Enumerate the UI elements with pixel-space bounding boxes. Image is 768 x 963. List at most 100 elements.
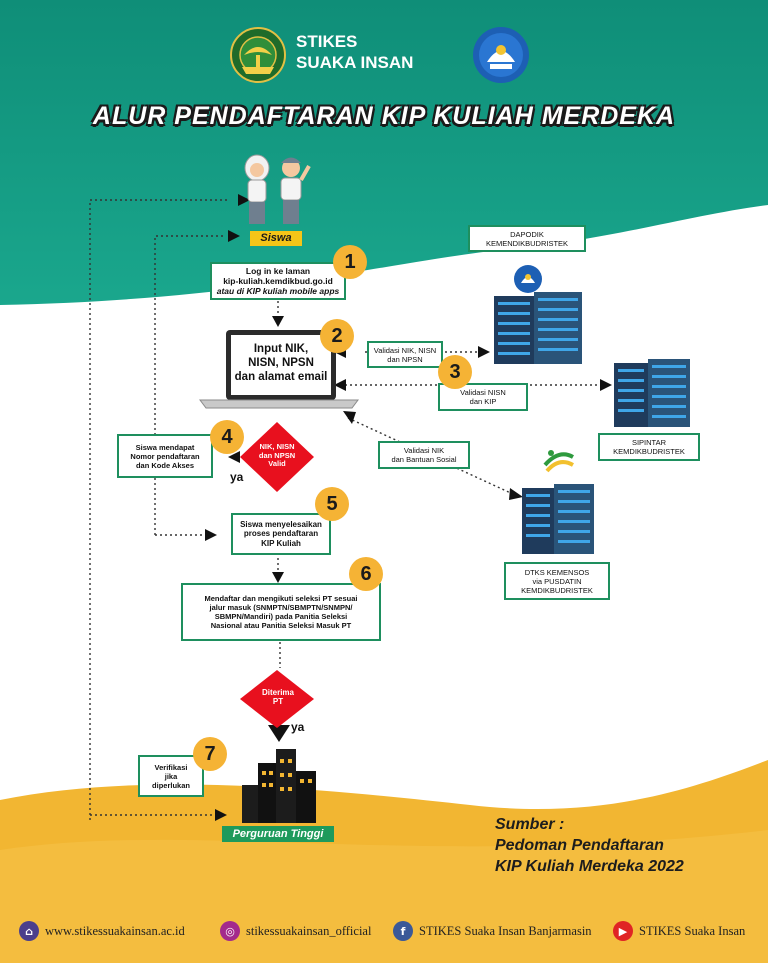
step5-badge: 5 [315, 487, 349, 521]
system-line: KEMDIKBUDRISTEK [521, 585, 593, 595]
footer-youtube[interactable]: ▶ STIKES Suaka Insan [613, 921, 745, 941]
step7-box: Verifikasi jika diperlukan [138, 755, 204, 797]
arrow-to-laptop-from-sipintar [334, 379, 346, 391]
valid-decision-diamond [240, 422, 314, 492]
dapodik-server-icon [494, 292, 582, 364]
step5-line: KIP Kuliah [261, 538, 301, 548]
accepted-decision-diamond [240, 670, 314, 728]
decision-line: PT [272, 697, 284, 707]
validation-line: Validasi NISN [460, 388, 506, 397]
tut-wuri-handayani-logo [473, 27, 529, 83]
step6-line: SBMPN/Mandiri) pada Panitia Seleksi [214, 612, 348, 621]
youtube-text: STIKES Suaka Insan [639, 923, 746, 938]
valid-yes-label: ya [230, 470, 244, 484]
step7-badge: 7 [193, 737, 227, 771]
step2-line: Input NIK, [253, 343, 309, 355]
valid-decision-text: NIK, NISN dan NPSN Valid [247, 442, 307, 469]
stikes-logo [230, 27, 286, 83]
system-line: KEMENDIKBUDRISTEK [485, 238, 569, 248]
dapodik-label-box: DAPODIK KEMENDIKBUDRISTEK [468, 225, 586, 252]
arrow-to-sipintar [600, 379, 612, 391]
youtube-icon: ▶ [613, 921, 633, 941]
step6-line: jalur masuk (SNMPTN/SBMPTN/SNMPN/ [209, 603, 353, 612]
step7-line: diperlukan [152, 780, 190, 790]
institution-name-line2: SUAKA INSAN [296, 53, 414, 72]
source-line: KIP Kuliah Merdeka 2022 [495, 857, 684, 875]
kemensos-logo [543, 450, 574, 473]
step4-line: dan Kode Akses [135, 460, 195, 470]
bottom-gold-light [0, 830, 768, 963]
arrow-to-dapodik [478, 346, 490, 358]
arrow-to-laptop [272, 316, 284, 327]
system-line: DTKS KEMENSOS [524, 567, 590, 577]
facebook-text: STIKES Suaka Insan Banjarmasin [419, 923, 592, 938]
instagram-text: stikessuakainsan_official [246, 923, 372, 938]
step5-line: Siswa menyelesaikan [240, 519, 322, 529]
decision-line: Diterima [261, 688, 294, 697]
system-line: SIPINTAR [631, 438, 667, 447]
arrow-from-step7 [215, 809, 227, 821]
system-line: DAPODIK [510, 229, 544, 239]
validation-nik-bansos-box: Validasi NIK dan Bantuan Sosial [378, 441, 470, 469]
footer-instagram[interactable]: ◎ stikessuakainsan_official [220, 921, 371, 941]
step6-badge: 6 [349, 557, 383, 591]
step5-box: Siswa menyelesaikan proses pendaftaran K… [231, 513, 331, 555]
siswa-label: Siswa [250, 231, 302, 246]
step1-line: Log in ke laman [245, 265, 311, 276]
validation-line: Validasi NIK [403, 446, 445, 455]
step2-text: Input NIK, NISN, NPSN dan alamat email [231, 343, 331, 384]
step1-line: kip-kuliah.kemdikbud.go.id [223, 275, 333, 286]
arrow-to-perguruan-tinggi [268, 725, 290, 742]
arrow-to-siswa-label [228, 230, 240, 242]
laptop-illustration [199, 330, 359, 409]
step4-line: Siswa mendapat [135, 442, 195, 452]
footer-facebook[interactable]: f STIKES Suaka Insan Banjarmasin [393, 921, 592, 941]
facebook-icon: f [393, 921, 413, 941]
arrow-to-siswa-top [238, 194, 250, 206]
university-buildings-icon [242, 749, 316, 823]
step1-badge: 1 [333, 245, 367, 279]
source-note: Sumber : Pedoman Pendaftaran KIP Kuliah … [495, 815, 684, 877]
step2-line: NISN, NPSN [248, 356, 314, 369]
arrow-to-dtks [509, 488, 523, 500]
footer-website[interactable]: ⌂ www.stikessuakainsan.ac.id [19, 921, 185, 941]
source-line: Pedoman Pendaftaran [495, 836, 664, 854]
system-line: KEMDIKBUDRISTEK [613, 447, 685, 456]
dtks-server-icon [522, 484, 594, 554]
step6-line: Nasional atau Panitia Seleksi Masuk PT [210, 621, 352, 630]
step6-line: Mendaftar dan mengikuti seleksi PT sesua… [204, 594, 358, 603]
step4-line: Nomor pendaftaran [130, 451, 200, 461]
page-title: ALUR PENDAFTARAN KIP KULIAH MERDEKA [92, 102, 676, 130]
accepted-decision-text: Diterima PT [252, 688, 304, 706]
dtks-label-box: DTKS KEMENSOS via PUSDATIN KEMDIKBUDRIST… [504, 562, 610, 600]
validation-nik-nisn-npsn-box: Validasi NIK, NISN dan NPSN [367, 341, 443, 368]
sipintar-label-box: SIPINTAR KEMDIKBUDRISTEK [598, 433, 700, 461]
source-line: Sumber : [495, 816, 565, 833]
step1-line: atau di KIP kuliah mobile apps [216, 286, 340, 297]
step5-line: proses pendaftaran [243, 529, 319, 539]
decision-line: NIK, NISN [259, 442, 295, 451]
arrow-to-laptop-from-dtks [343, 411, 356, 424]
instagram-icon: ◎ [220, 921, 240, 941]
validation-line: dan NPSN [387, 354, 423, 364]
institution-name-line1: STIKES [296, 32, 358, 51]
validation-line: Validasi NIK, NISN [373, 345, 437, 355]
sipintar-server-icon [614, 359, 690, 427]
step3-badge: 3 [438, 355, 472, 389]
step4-box: Siswa mendapat Nomor pendaftaran dan Kod… [117, 434, 213, 478]
decision-line: dan NPSN [258, 450, 296, 460]
perguruan-tinggi-label: Perguruan Tinggi [222, 826, 334, 842]
arrow-to-step6 [272, 572, 284, 583]
validation-line: dan KIP [469, 397, 497, 406]
step2-line: dan alamat email [234, 370, 328, 383]
students-illustration [244, 154, 311, 224]
step4-badge: 4 [210, 420, 244, 454]
accepted-yes-label: ya [291, 720, 305, 734]
arrow-to-step4 [228, 451, 240, 463]
step1-box: Log in ke laman kip-kuliah.kemdikbud.go.… [210, 262, 346, 300]
step7-line: Verifikasi [154, 762, 188, 772]
system-line: via PUSDATIN [532, 576, 582, 586]
decision-line: Valid [268, 459, 286, 469]
step2-badge: 2 [320, 319, 354, 353]
